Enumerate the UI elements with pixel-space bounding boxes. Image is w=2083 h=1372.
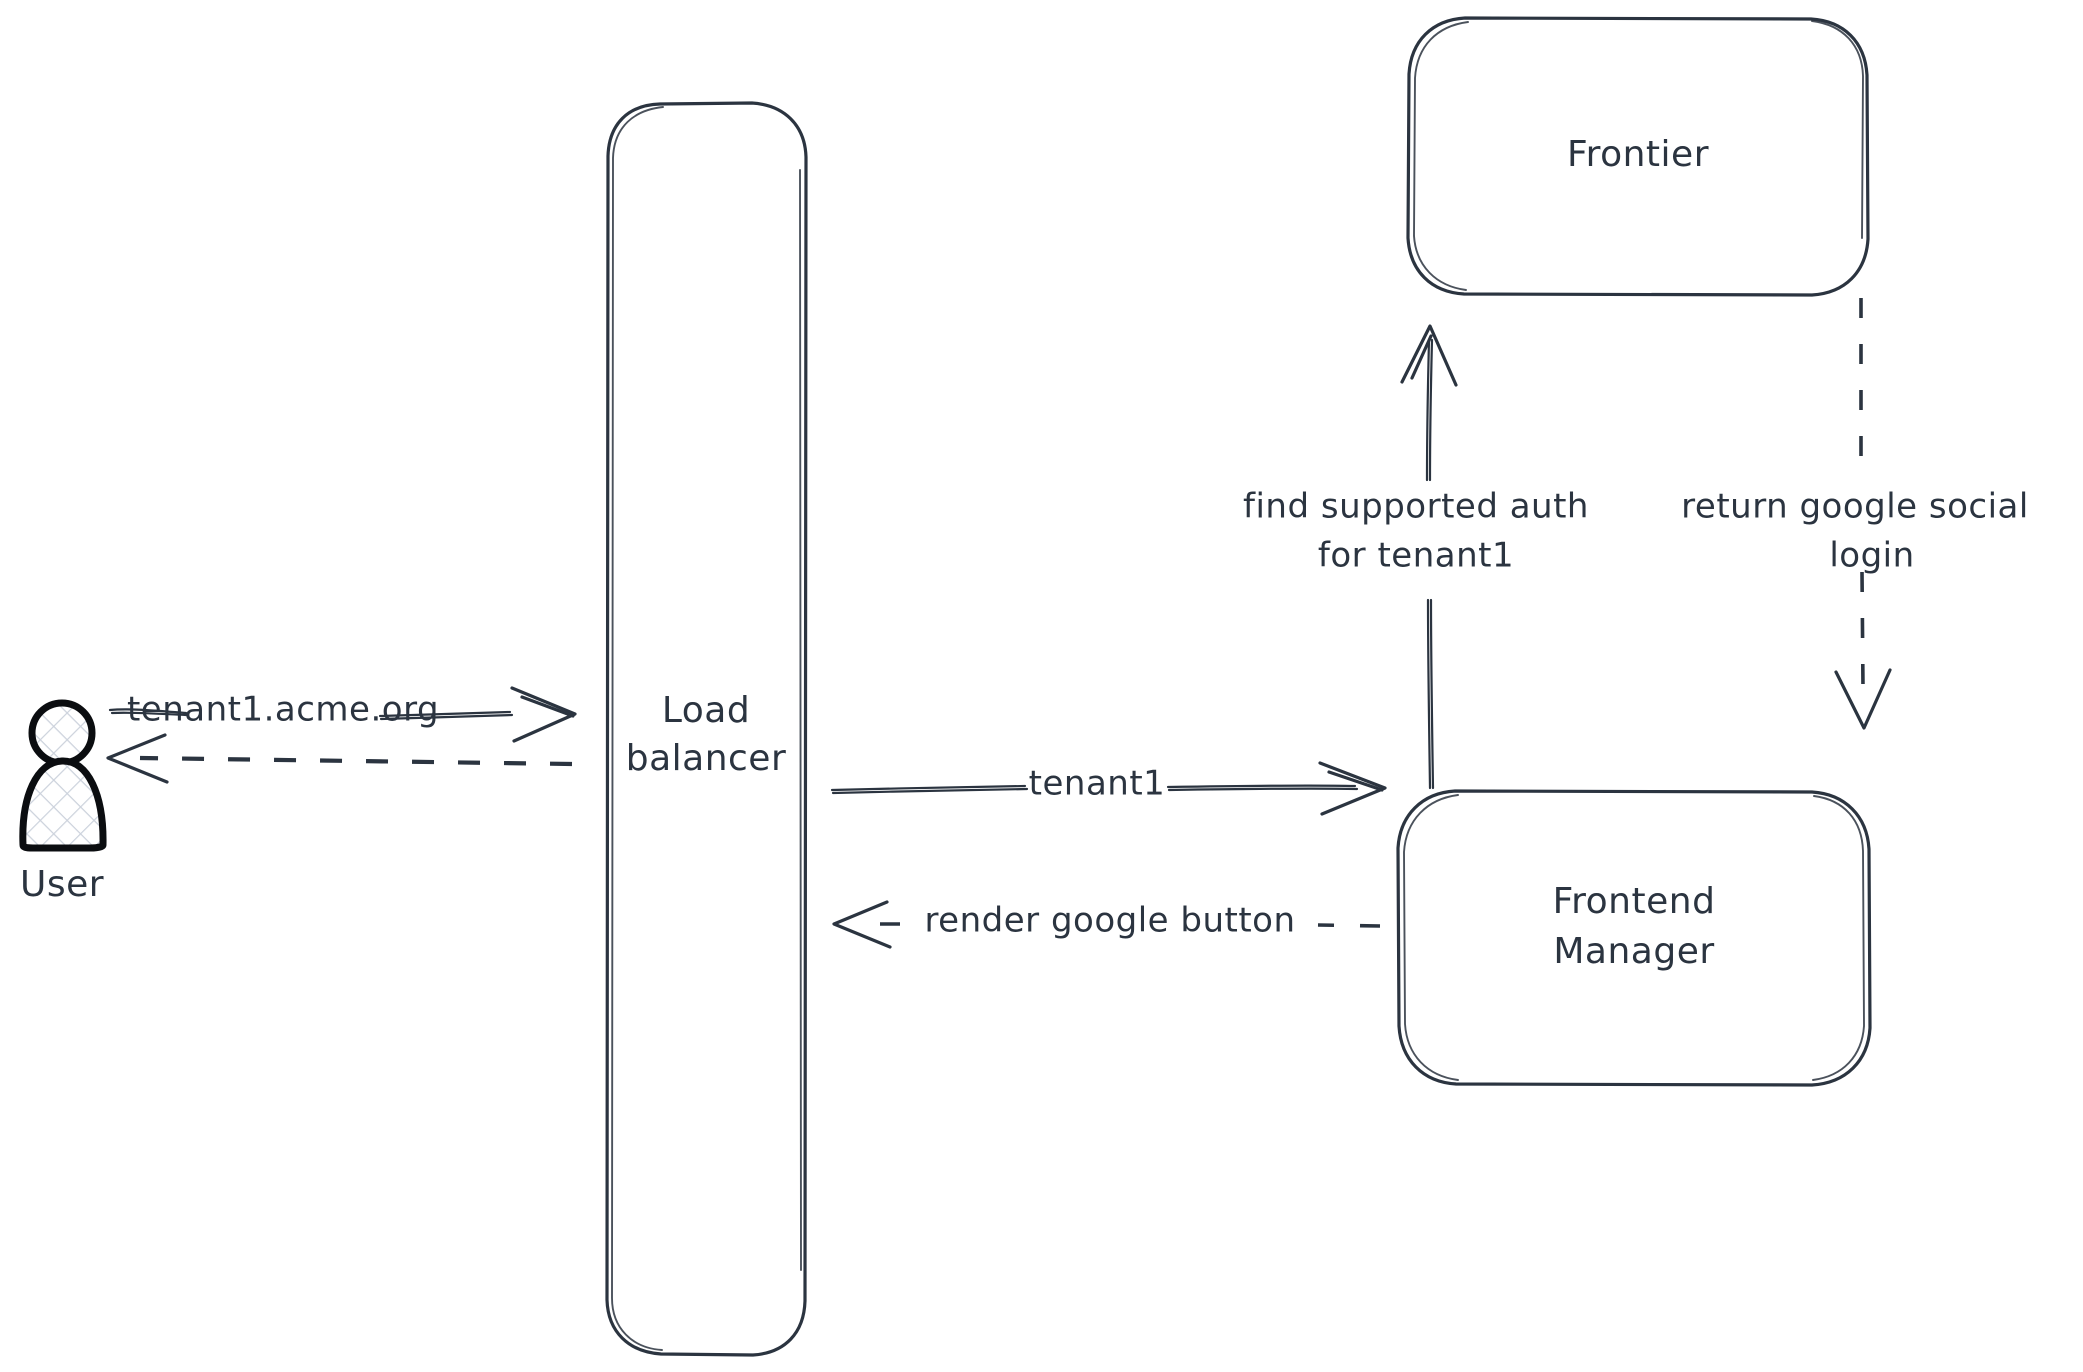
edge-user-to-load-balancer[interactable]: tenant1.acme.org	[108, 686, 577, 743]
node-load-balancer-label-line2: balancer	[626, 738, 787, 779]
edge-user-to-load-balancer-label: tenant1.acme.org	[127, 690, 439, 730]
actor-user-label: User	[20, 864, 104, 905]
person-icon-head	[28, 699, 96, 767]
edge-frontend-manager-to-load-balancer-label: render google button	[924, 901, 1295, 941]
node-frontier[interactable]: Frontier	[1406, 16, 1870, 297]
node-frontend-manager-label-line2: Manager	[1553, 931, 1714, 972]
node-frontend-manager-label-line1: Frontend	[1553, 881, 1716, 922]
node-load-balancer[interactable]: Load balancer	[605, 101, 808, 1357]
node-load-balancer-label-line1: Load	[662, 690, 750, 731]
node-frontier-label: Frontier	[1567, 134, 1709, 175]
edge-frontier-to-frontend-manager-label-line2: login	[1829, 536, 1914, 576]
node-frontend-manager[interactable]: Frontend Manager	[1396, 789, 1872, 1087]
edge-frontend-manager-to-frontier[interactable]: find supported auth for tenant1	[1243, 324, 1589, 790]
edge-frontend-manager-to-frontier-label-line1: find supported auth	[1243, 487, 1589, 527]
edge-frontier-to-frontend-manager[interactable]: return google social login	[1681, 298, 2029, 730]
person-icon-body	[19, 757, 107, 852]
edge-load-balancer-to-frontend-manager[interactable]: tenant1	[830, 761, 1387, 816]
edge-frontend-manager-to-load-balancer[interactable]: render google button	[832, 900, 1381, 949]
actor-user[interactable]: User	[19, 699, 107, 905]
edge-frontend-manager-to-frontier-label-line2: for tenant1	[1318, 536, 1514, 576]
edge-load-balancer-to-user[interactable]	[106, 733, 573, 784]
edge-frontier-to-frontend-manager-label-line1: return google social	[1681, 487, 2029, 527]
edge-load-balancer-to-frontend-manager-label: tenant1	[1029, 764, 1166, 804]
